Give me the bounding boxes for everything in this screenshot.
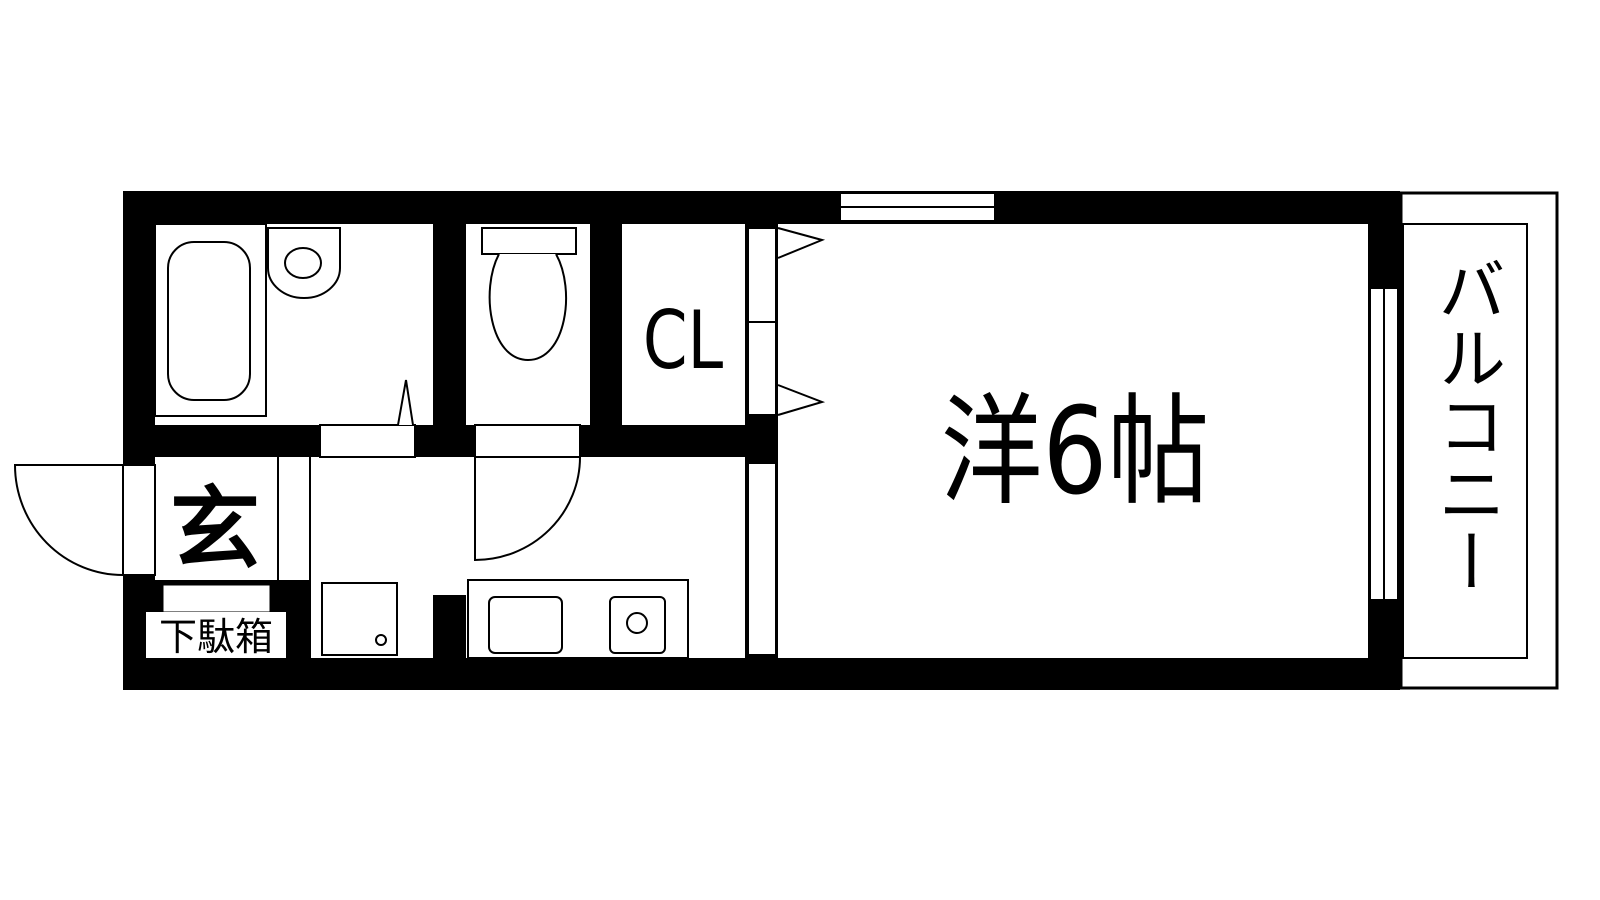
shoe-box-label: 下駄箱 <box>159 615 273 659</box>
door-swing-mark <box>397 379 414 426</box>
closet-label: CL <box>643 295 723 388</box>
toilet-tank-icon <box>481 227 577 255</box>
bath-door-opening <box>319 424 416 458</box>
sink-icon <box>488 596 563 654</box>
western-room <box>778 224 1368 658</box>
bathtub-icon <box>167 241 251 401</box>
washbasin-icon <box>267 227 341 299</box>
kitchen-counter <box>467 579 689 659</box>
sliding-door <box>747 462 777 656</box>
closet-door-swing-icon <box>777 227 826 259</box>
stove-icon <box>609 596 666 654</box>
western-room-label: 洋6帖 <box>941 383 1210 522</box>
closet <box>622 224 745 425</box>
entrance-label: 玄 <box>170 477 260 582</box>
toilet-door-swing-icon <box>474 456 581 562</box>
shoe-box-label-box <box>146 612 286 658</box>
partition-wall <box>433 595 466 658</box>
washing-machine-space-icon <box>321 582 398 656</box>
entrance-door-opening <box>122 464 156 576</box>
toilet-bowl-icon <box>488 253 567 362</box>
entrance-door-swing-icon <box>13 464 124 576</box>
balcony-label: バルコニー <box>1426 255 1505 595</box>
toilet-door-opening <box>474 424 581 458</box>
